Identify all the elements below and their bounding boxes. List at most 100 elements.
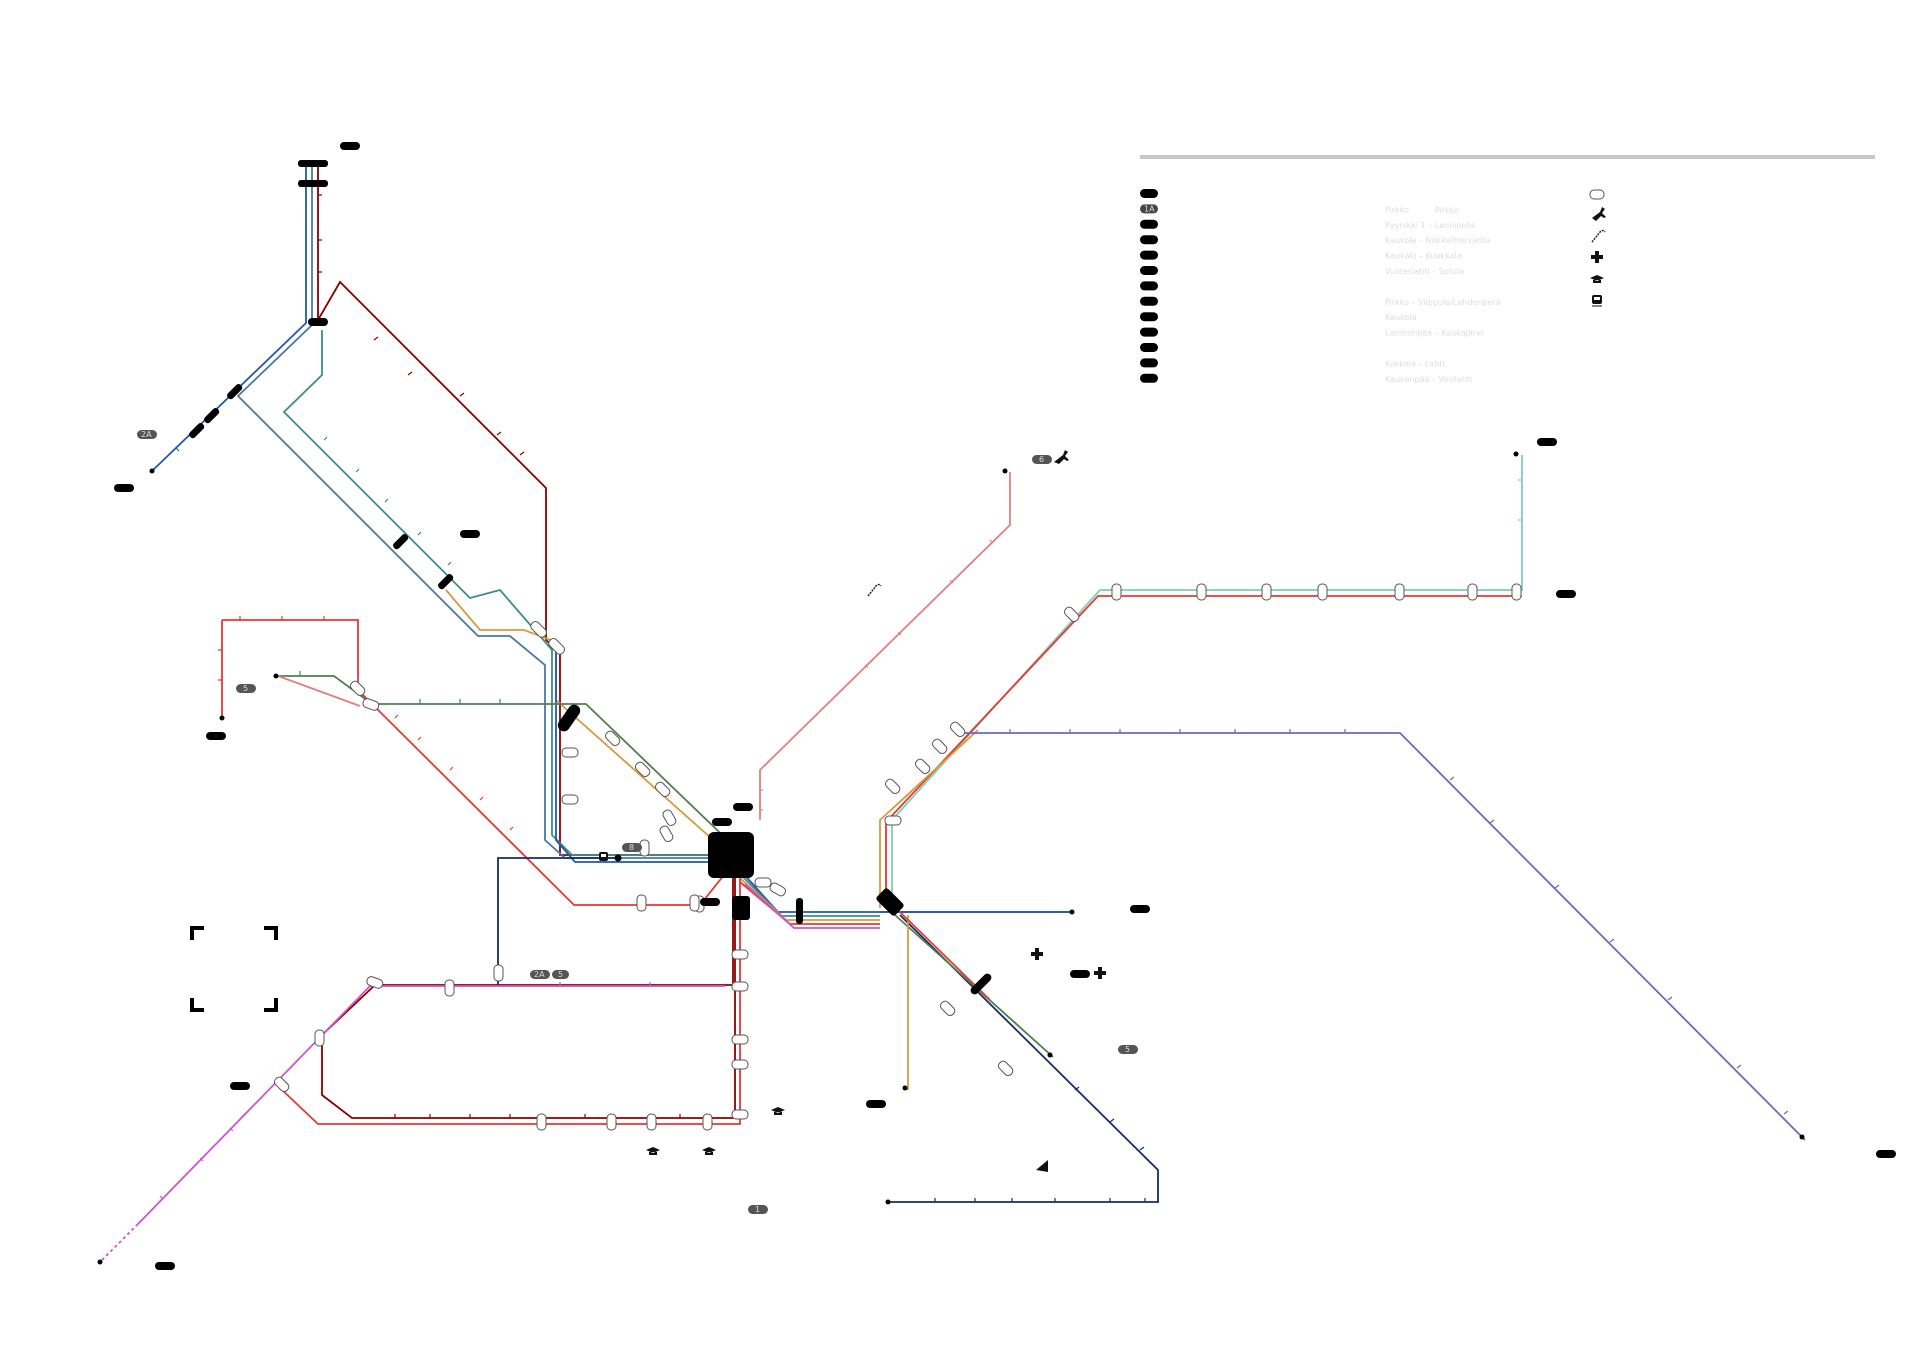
- terminal-dot: [885, 1199, 891, 1205]
- station-block: [308, 318, 328, 326]
- legend-row-label: Kaukalo – Kuokkala: [1385, 252, 1462, 261]
- terminal-dot: [273, 673, 279, 679]
- transfer-stop: [654, 781, 671, 798]
- transfer-stop: [949, 721, 966, 738]
- transfer-stop: [362, 698, 380, 711]
- transfer-stop: [493, 964, 504, 982]
- line-hub-east-5: [744, 883, 880, 929]
- hospital-icon: [1591, 251, 1603, 263]
- hospital-icon: [1031, 948, 1043, 960]
- transfer-stop: [604, 730, 621, 747]
- station-block: [206, 732, 226, 740]
- line-mint-ne: [891, 455, 1523, 908]
- legend-title: Pirkko: [1435, 206, 1459, 215]
- legend-row-badge: [1140, 266, 1158, 275]
- ticks-darkred-n: [318, 194, 525, 456]
- transfer-stop: [939, 1000, 956, 1017]
- map-icons: [190, 450, 1106, 1172]
- transfer-stop: [1196, 583, 1207, 601]
- svg-text:5: 5: [1125, 1045, 1130, 1054]
- legend-row-label: Kaukanpää – Vesilahti: [1385, 375, 1472, 384]
- terminal-dot: [219, 715, 225, 721]
- station-block: [438, 574, 454, 590]
- transfer-stop: [914, 758, 931, 775]
- line-pink-ne: [759, 472, 1011, 820]
- transfer-stop: [561, 794, 579, 805]
- transfer-stop: [634, 761, 651, 778]
- badge-1-south: 1: [748, 1205, 768, 1214]
- transfer-stop: [884, 778, 901, 795]
- legend-row-badge: [1140, 204, 1158, 214]
- station-block: [1556, 590, 1576, 598]
- station-block: [796, 898, 803, 924]
- ticks-pink-ne: [760, 539, 994, 811]
- hub-east-diamond: [876, 888, 904, 916]
- line-lavender-e: [960, 732, 1806, 1141]
- line-navy-se: [890, 914, 1159, 1203]
- corner-mark: [1036, 1160, 1048, 1172]
- line-blue-west: [555, 640, 740, 863]
- line-badges: 2A 5 6 2A 5 8 5 1: [137, 430, 1138, 1214]
- transfer-stop: [931, 738, 948, 755]
- svg-text:1: 1: [755, 1205, 760, 1214]
- legend-row-label: Vuoreslahti – Sotula: [1385, 267, 1464, 276]
- badge-5-centre: 5: [552, 970, 569, 979]
- station-block: [340, 142, 360, 150]
- transfer-stop: [702, 1113, 713, 1131]
- svg-text:5: 5: [558, 970, 563, 979]
- legend-row-label: Kokkola – Lahti: [1385, 359, 1445, 368]
- legend-row-badge: [1140, 235, 1158, 245]
- station-block: [204, 408, 220, 424]
- legend-row-badge: [1140, 327, 1158, 337]
- airport-icon: [1054, 450, 1069, 464]
- transfer-stop: [548, 637, 566, 655]
- legend-row-badge: [1140, 343, 1158, 352]
- legend-row-badge: [1140, 373, 1158, 383]
- transfer-stop: [731, 1059, 749, 1070]
- transfer-stop: [1511, 583, 1522, 601]
- line-red-s: [279, 860, 741, 1125]
- terminal-dot: [1002, 468, 1008, 474]
- station-block: [1130, 905, 1150, 913]
- hub-secondary: [732, 896, 750, 920]
- university-icon: [646, 1147, 660, 1155]
- station-block: [712, 818, 732, 826]
- line-blue-nw: [151, 160, 307, 472]
- transfer-stop: [273, 1076, 290, 1093]
- terminal-dot: [1047, 1052, 1053, 1058]
- line-red-w: [221, 619, 741, 906]
- terminal-dot: [1799, 1134, 1805, 1140]
- line-magenta-dash: [99, 1223, 139, 1263]
- line-darkred-nw: [317, 160, 735, 856]
- legend-row-label: Kaukola – Nukke/Hervanta: [1385, 236, 1490, 245]
- line-hub-east: [739, 869, 1074, 913]
- train-station-icon: [599, 852, 608, 861]
- frame-corners: [190, 926, 278, 1012]
- transfer-stop: [1394, 583, 1405, 601]
- terminal-dot: [149, 468, 155, 474]
- university-icon: [702, 1147, 716, 1155]
- cane-icon: [867, 583, 882, 597]
- transfer-stop: [769, 882, 786, 897]
- ticks-lavender: [1009, 729, 1789, 1115]
- station-block: [866, 1100, 886, 1108]
- transfer-stop: [314, 1029, 325, 1047]
- university-icon: [1590, 275, 1604, 283]
- airport-icon: [1592, 207, 1606, 221]
- legend-symbols: [1589, 189, 1606, 307]
- transfer-stop: [731, 1034, 749, 1045]
- terminal-dot: [1513, 451, 1519, 457]
- university-icon: [771, 1107, 785, 1115]
- line-darkred-s: [321, 860, 736, 1119]
- station-block: [114, 484, 134, 492]
- svg-text:5: 5: [243, 684, 248, 693]
- transfer-stop: [884, 815, 902, 826]
- legend-row-badge: [1140, 219, 1158, 229]
- line-hub-east-4: [739, 881, 880, 925]
- station-block: [189, 423, 205, 439]
- line-pink-w: [277, 675, 361, 707]
- terminal-dot: [97, 1259, 103, 1265]
- transfer-stop: [689, 894, 700, 912]
